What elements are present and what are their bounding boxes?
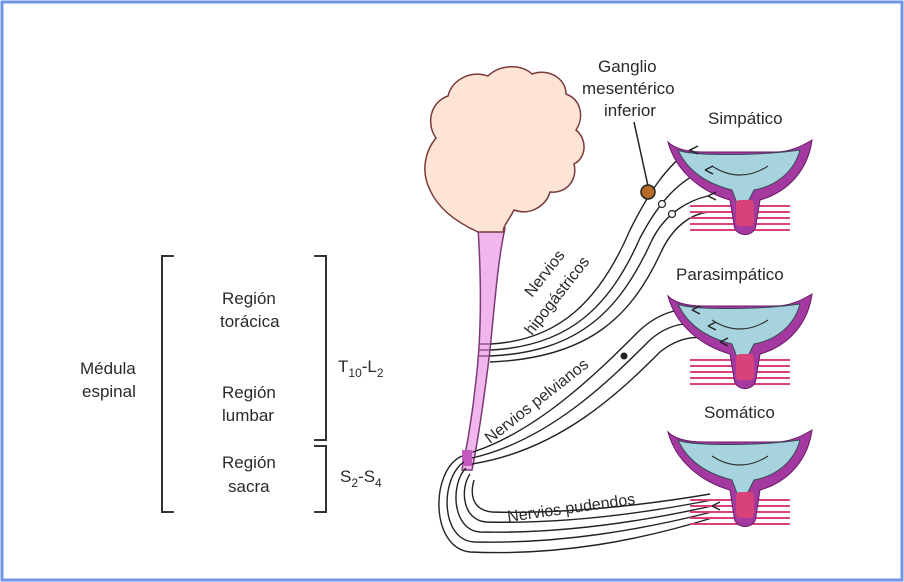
- parasimpatico-label: Parasimpático: [676, 265, 784, 284]
- sacra-label-2: sacra: [228, 477, 270, 496]
- medula-label-2: espinal: [82, 382, 136, 401]
- lumbar-label-1: Región: [222, 383, 276, 402]
- sacral-segment-highlight: [462, 450, 472, 466]
- sphincter-2: [736, 354, 754, 380]
- ganglio-label-2: mesentérico: [582, 79, 675, 98]
- nervios-pelvianos-label: Nervios pelvianos: [482, 356, 592, 447]
- nervios-pudendos-label: Nervios pudendos: [506, 491, 636, 526]
- medula-label-1: Médula: [80, 359, 136, 378]
- s2-s4-label: S2-S4: [340, 467, 382, 490]
- medula-bracket: [162, 256, 174, 512]
- inferior-mesenteric-ganglion: [641, 185, 655, 199]
- sympathetic-synapse-1: [659, 201, 666, 208]
- ganglio-label-1: Ganglio: [598, 57, 657, 76]
- toracica-label-2: torácica: [220, 312, 280, 331]
- sacra-label-1: Región: [222, 453, 276, 472]
- brain: [425, 67, 584, 232]
- bladder-parasympathetic: [668, 294, 812, 389]
- ganglio-pointer: [634, 122, 648, 186]
- sphincter-3: [736, 492, 754, 518]
- lumbar-label-2: lumbar: [222, 406, 274, 425]
- ganglio-label-3: inferior: [604, 101, 656, 120]
- somatico-label: Somático: [704, 403, 775, 422]
- sphincter-1: [736, 200, 754, 226]
- s2-s4-bracket: [314, 446, 326, 512]
- bladder-sympathetic: [668, 140, 812, 235]
- sympathetic-synapse-2: [669, 211, 676, 218]
- pelvic-synapse: [621, 353, 628, 360]
- t10-l2-label: T10-L2: [338, 357, 384, 380]
- simpatico-label: Simpático: [708, 109, 783, 128]
- toracica-label-1: Región: [222, 289, 276, 308]
- bladder-somatic: [668, 430, 812, 527]
- t10-l2-bracket: [314, 256, 326, 440]
